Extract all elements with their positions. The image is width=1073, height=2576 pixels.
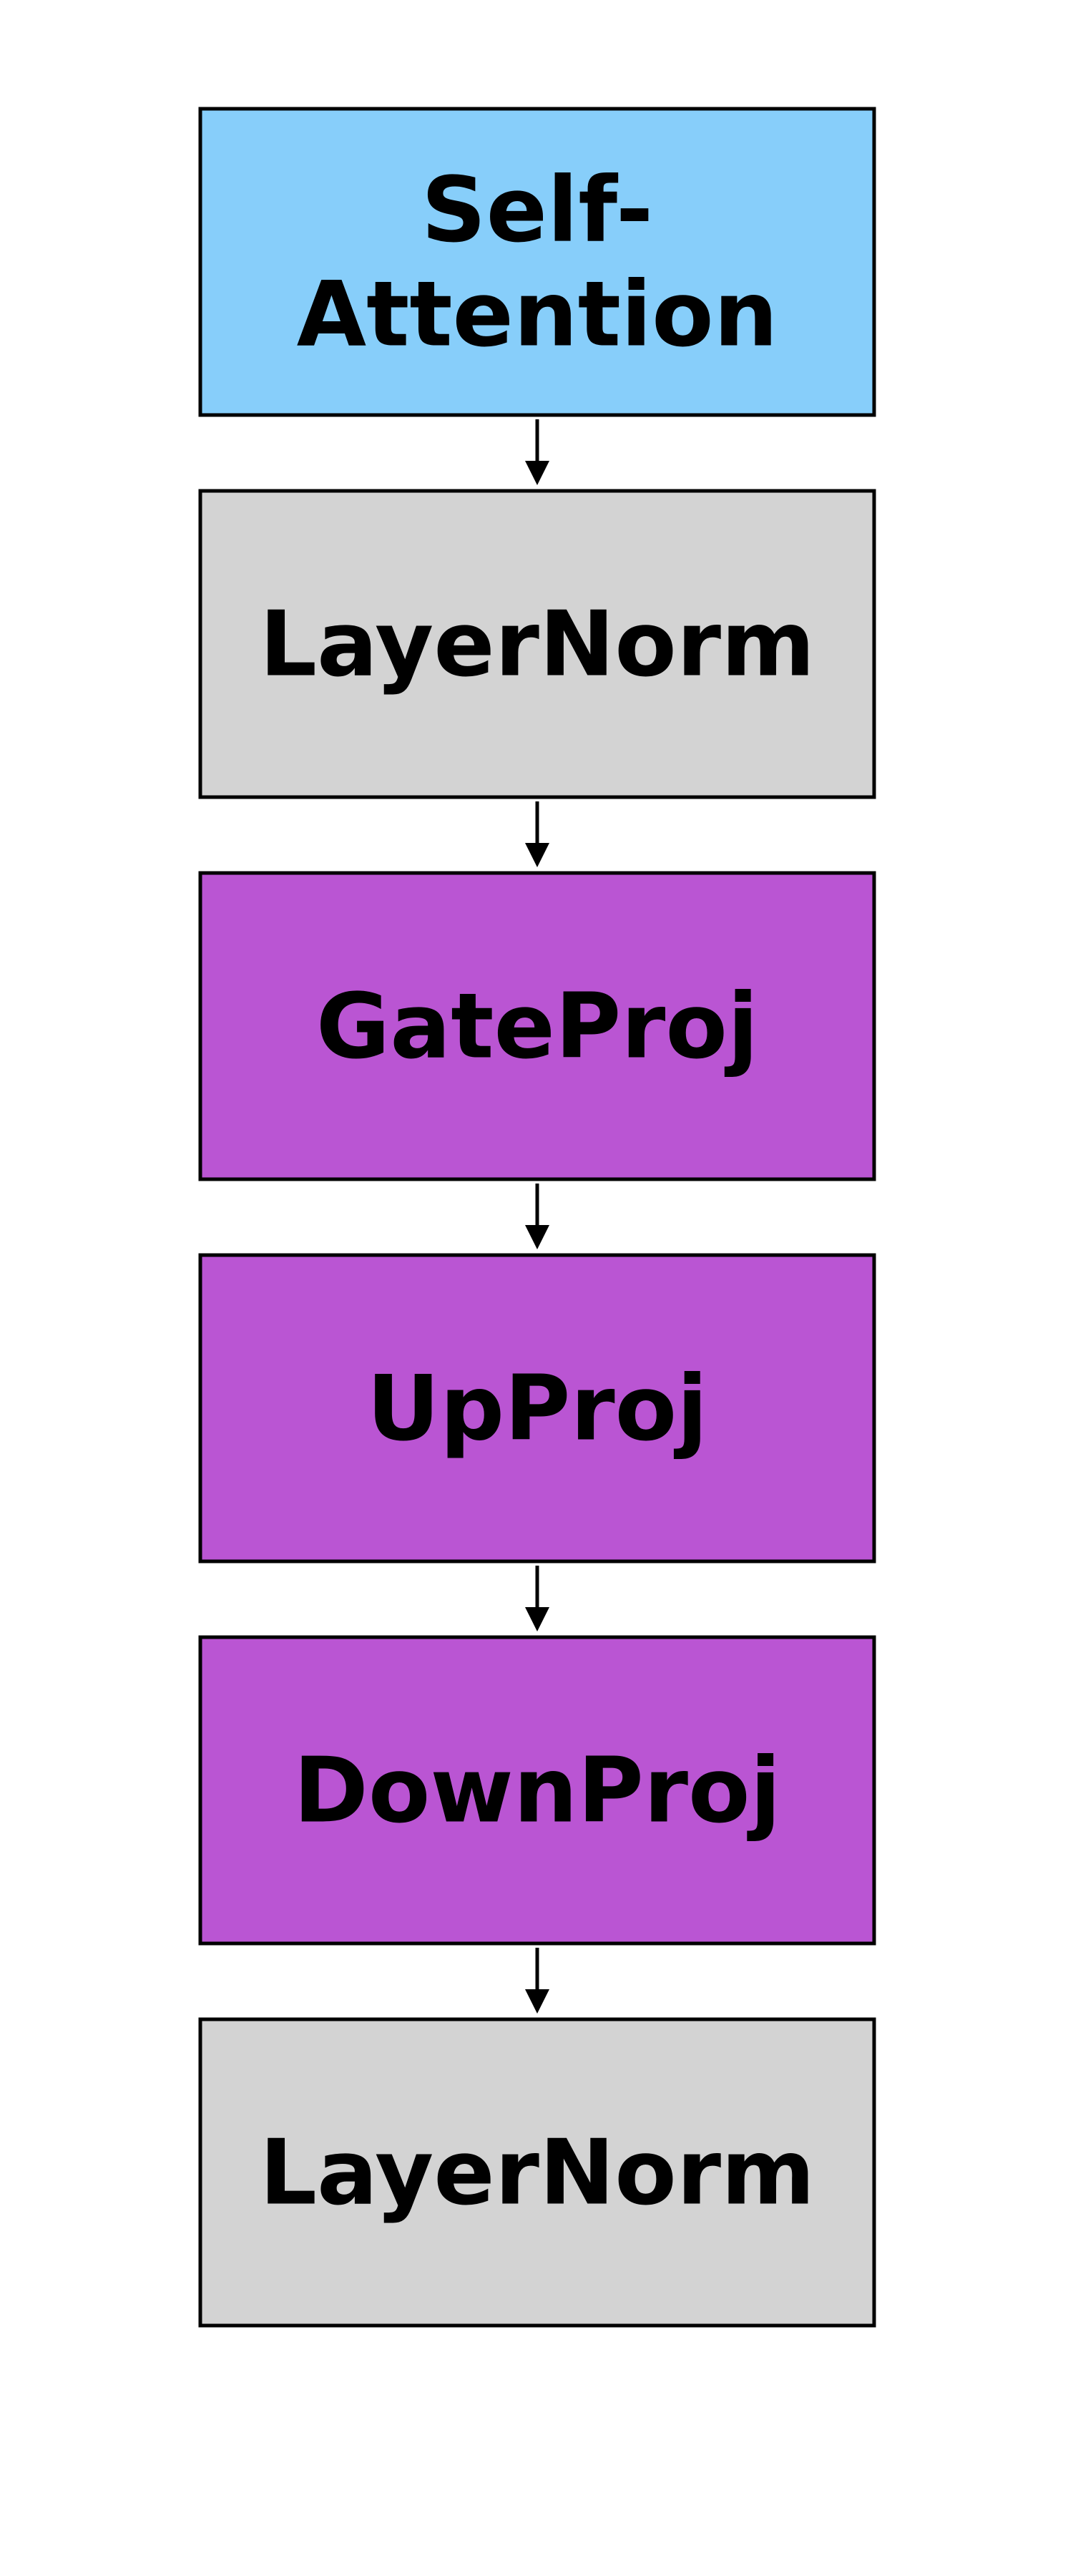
block-box: [198, 107, 876, 417]
diagram-block: GateProj: [198, 871, 876, 1181]
arrow-head-icon: [525, 1607, 549, 1631]
arrow-head-icon: [525, 1225, 549, 1249]
flow-arrow: [525, 1184, 549, 1249]
flow-arrow: [525, 1948, 549, 2014]
arrow-head-icon: [525, 843, 549, 867]
block-box: [198, 871, 876, 1181]
arrow-head-icon: [525, 461, 549, 485]
diagram-block: Self-Attention: [198, 107, 876, 417]
block-label: UpProj: [367, 1356, 708, 1461]
blocks-layer: Self-AttentionLayerNormGateProjUpProjDow…: [198, 107, 876, 2328]
block-label: Attention: [297, 262, 778, 367]
arrows-layer: [525, 419, 549, 2014]
diagram-block: DownProj: [198, 1635, 876, 1946]
arrow-head-icon: [525, 1989, 549, 2014]
block-label: Self-: [421, 157, 653, 263]
block-box: [198, 489, 876, 799]
flow-arrow: [525, 419, 549, 485]
block-box: [198, 2017, 876, 2328]
block-box: [198, 1635, 876, 1946]
diagram-block: UpProj: [198, 1253, 876, 1563]
flow-arrow: [525, 801, 549, 867]
block-label: GateProj: [316, 974, 758, 1079]
diagram-block: LayerNorm: [198, 489, 876, 799]
block-box: [198, 1253, 876, 1563]
diagram-block: LayerNorm: [198, 2017, 876, 2328]
block-label: DownProj: [293, 1738, 781, 1843]
flow-arrow: [525, 1566, 549, 1631]
block-label: LayerNorm: [260, 2120, 815, 2225]
block-label: LayerNorm: [260, 592, 815, 697]
